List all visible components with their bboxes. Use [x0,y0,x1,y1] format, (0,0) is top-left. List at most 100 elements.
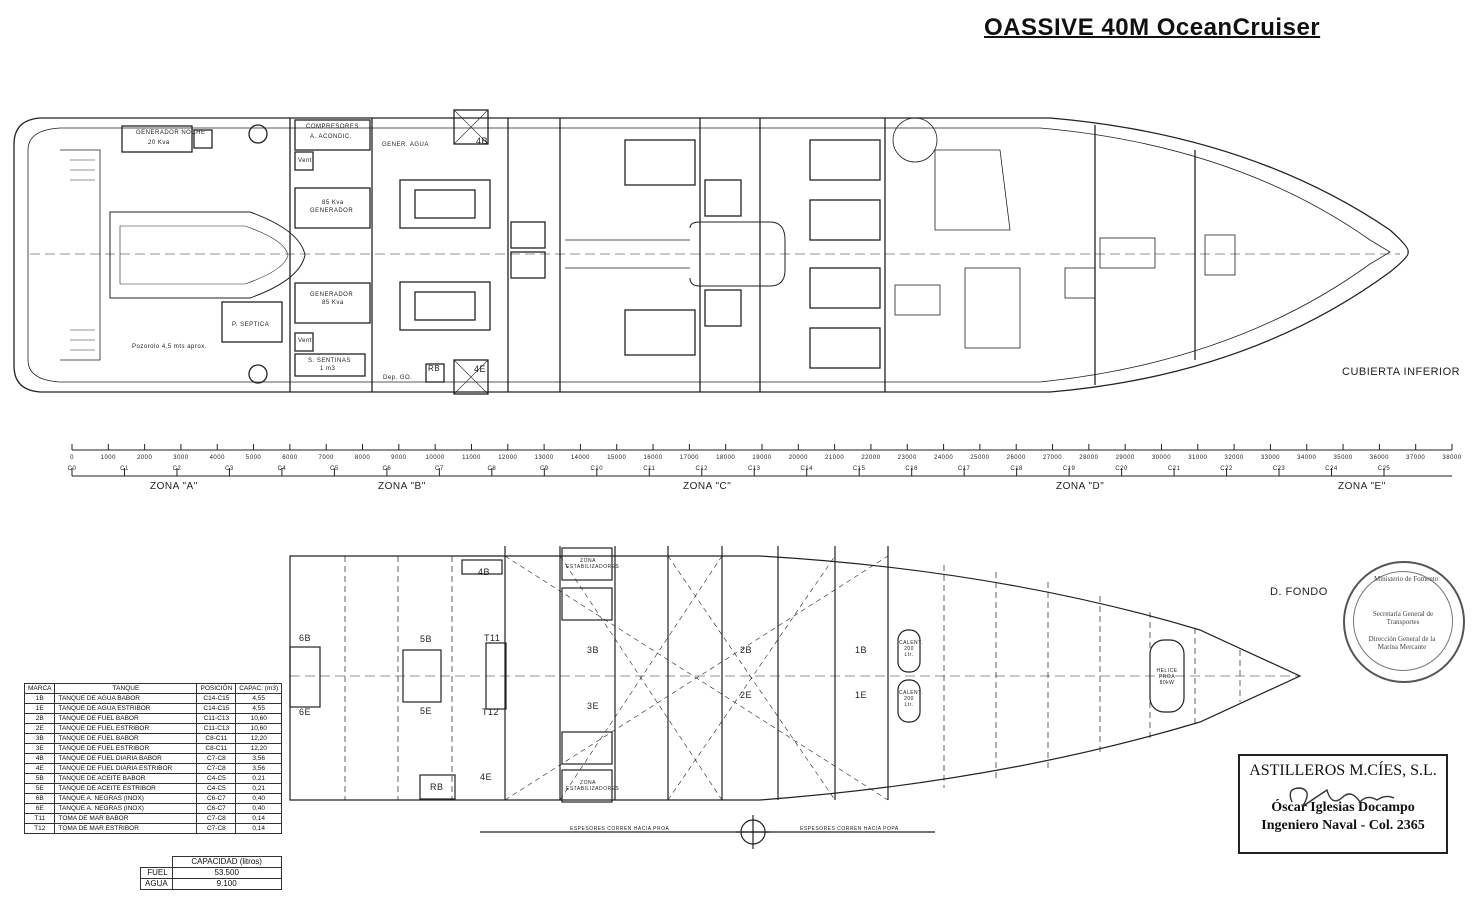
scale-tick-label: 7000 [318,455,334,461]
scale-tick-label: 9000 [391,455,407,461]
zone-label: ZONA "B" [378,481,426,492]
tank-name: TOMA DE MAR ESTRIBOR [54,823,198,834]
header-posicion: POSICIÓN [196,683,237,694]
scale-tick-label: 12000 [498,455,518,461]
frame-label: C16 [905,466,918,472]
espesores-proa: ESPESORES CORREN HACIA PROA [570,826,670,832]
scale-tick-label: 11000 [462,455,481,461]
tank-position: C4-C5 [196,783,237,794]
scale-tick-label: 36000 [1369,455,1389,461]
scale-tick-label: 10000 [425,455,445,461]
scale-tick-label: 22000 [861,455,881,461]
lower-deck-label: CUBIERTA INFERIOR [1342,366,1461,378]
frame-label: C20 [1115,466,1128,472]
tank-position: C6-C7 [196,793,237,804]
zone-label: ZONA "D" [1056,481,1105,492]
ministry-seal-inner [1353,571,1453,671]
bottom-4e: 4E [480,772,493,782]
tank-capacity: 10,60 [235,723,283,734]
tank-capacity: 0,14 [235,813,283,824]
frame-label: C9 [539,466,549,472]
room-generador-noche: GENERADOR NOCHE [136,130,206,136]
frame-label: C17 [957,466,971,472]
tank-name: TANQUE DE FUEL ESTRIBOR [54,723,198,734]
tank-name: TANQUE A. NEGRAS (INOX) [54,793,198,804]
bottom-3e: 3E [587,701,600,711]
bottom-5e: 5E [420,706,433,716]
frame-label: C25 [1377,466,1391,472]
scale-tick-label: 35000 [1333,455,1353,461]
scale-tick-label: 21000 [825,455,845,461]
room-sentinas-vol: 1 m3 [320,366,336,372]
scale-tick-label: 27000 [1042,455,1063,461]
calentador-1: CALENT. 200 Ltr. [899,640,924,658]
seal-mid-text: Secretaría General de Transportes [1372,610,1434,626]
scale-tick-label: 0 [70,455,74,461]
bottom-t11: T11 [484,633,501,643]
seal-low-text: Dirección General de la Marina Mercante [1368,635,1436,651]
tank-name: TANQUE DE FUEL BABOR [54,733,198,744]
scale-tick-label: 14000 [570,455,590,461]
tank-position: C14-C15 [196,703,237,714]
tank-position: C7-C8 [196,753,237,764]
scale-tick-label: 34000 [1297,455,1317,461]
zona-estabilizadores-top: ZONA ESTABILIZADORES [566,558,620,570]
scale-tick-label: 5000 [245,455,262,461]
scale-tick-label: 8000 [354,455,371,461]
scale-tick-label: 28000 [1079,455,1099,461]
bottom-1e: 1E [855,690,868,700]
frame-label: C6 [382,466,392,472]
scale-tick-label: 1000 [100,455,116,461]
bottom-2e: 2E [740,690,753,700]
tank-capacity: 10,60 [235,713,283,724]
bottom-3b: 3B [587,645,600,655]
tank-position: C4-C5 [196,773,237,784]
frame-label: C5 [330,466,339,472]
scale-tick-label: 17000 [679,455,699,461]
room-dep-go: Dep. GO. [383,375,413,381]
capacity-fuel-value: 53.500 [171,867,282,879]
tank-marca: 5E [23,783,56,794]
tank-table-header: MARCA TANQUE POSICIÓN CAPAC. (m3) [23,683,283,694]
tank-position: C14-C15 [196,693,237,704]
frame-label: C15 [852,466,866,472]
zona-estabilizadores-bottom: ZONA ESTABILIZADORES [566,780,620,792]
drawing-title: OASSIVE 40M OceanCruiser [984,14,1321,41]
header-marca: MARCA [23,683,56,694]
frame-label: C7 [435,466,444,472]
stamp-company: ASTILLEROS M.CÍES, S.L. [1249,762,1437,779]
zone-label: ZONA "A" [150,481,198,492]
room-generator-a: GENERADOR [310,208,354,214]
scale-tick-label: 23000 [897,455,917,461]
room-compresores: COMPRESORES [306,124,359,130]
frame-label: C4 [277,466,287,472]
tank-capacity: 0,40 [235,803,283,814]
tank-marca: 3B [23,733,56,744]
frame-label: C22 [1220,466,1233,472]
tank-capacity: 12,20 [235,743,283,754]
capacity-agua-value: 9.100 [171,878,282,890]
scale-tick-label: 13000 [534,455,554,461]
frame-label: C11 [643,466,656,472]
tank-position: C7-C8 [196,813,237,824]
tank-name: TANQUE A. NEGRAS (INOX) [54,803,198,814]
room-generator-kva-b: 85 Kva [322,300,344,306]
scale-tick-label: 24000 [933,455,954,461]
tank-name: TANQUE DE AGUA BABOR [54,693,198,704]
tank-marca: 5B [23,773,56,784]
scale-tick-label: 29000 [1115,455,1135,461]
scale-tick-label: 26000 [1006,455,1026,461]
tank-marca: T12 [23,823,56,834]
bottom-1b: 1B [855,645,868,655]
tank-name: TANQUE DE FUEL DIARIA BABOR [54,753,198,764]
capacity-table: CAPACIDAD (litros) FUEL 53.500 AGUA 9.10… [140,856,282,890]
